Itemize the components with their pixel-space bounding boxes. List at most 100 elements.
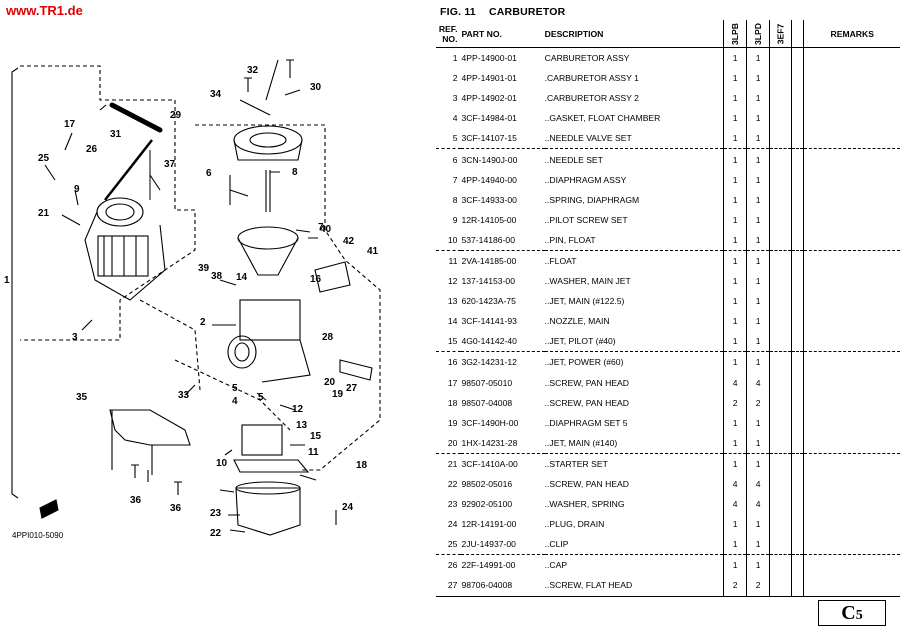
qty-model-3-cell [769,189,792,210]
ref-cell: 5 [452,133,458,144]
page-letter: C [841,602,856,624]
remarks-cell [803,229,900,251]
callout-36: 36 [170,503,182,514]
ref-cell: 18 [447,397,458,408]
ref-cell: 6 [436,148,462,170]
callout-26: 26 [86,144,98,155]
part-no-cell: 12R-14105-00 [461,214,517,225]
part-no-cell: 3CF-14984-01 [461,113,517,124]
ref-cell: 14 [447,316,458,327]
qty-model-4-cell [790,148,804,170]
description-cell: ..WASHER, SPRING [544,499,625,510]
qty-model-2-cell: 1 [746,108,770,129]
remarks-cell [803,68,900,89]
qty-model-3-cell [769,271,792,292]
qty-model-4-cell [790,392,804,413]
qty-model-3-cell [769,148,792,170]
qty-model-3-cell [769,494,792,515]
description-cell: ..SCREW, PAN HEAD [544,377,629,388]
callout-41: 41 [367,246,379,257]
qty-model-4-cell [790,271,804,292]
qty-model-3-cell [769,392,792,413]
qty-model-2-cell: 1 [746,534,770,555]
part-no-cell: 4PP-14901-01 [461,73,517,84]
callout-21: 21 [38,208,50,219]
qty-model-4-cell [790,169,804,190]
qty-model-3-cell [769,47,792,69]
qty-model-1-cell: 1 [723,169,747,190]
remarks-cell [803,47,900,69]
site-link[interactable]: www.TR1.de [6,3,83,18]
qty-model-4-cell [790,432,804,454]
part-no-cell: 3CF-1490H-00 [461,417,519,428]
part-no-cell: 22F-14991-00 [461,554,545,576]
ref-cell: 1 [452,53,458,64]
part-no-cell: 4PP-14940-00 [461,174,517,185]
part-no-cell: 537-14186-00 [461,234,515,245]
qty-model-2-cell: 1 [746,331,770,352]
qty-model-2-cell: 4 [746,372,770,393]
part-no-cell: 3CN-1490J-00 [461,148,545,170]
qty-model-1-cell: 1 [723,432,747,454]
header-model-4 [790,20,804,48]
part-no-cell: 2VA-14185-00 [461,249,545,272]
part-no-cell: 98706-04008 [461,575,545,597]
ref-cell: 21 [436,452,462,474]
part-no-cell: 4PP-14900-01 [461,53,517,64]
figure-heading: FIG. 11 CARBURETOR [440,6,575,18]
part-no-cell: 98507-04008 [461,397,513,408]
callout-8: 8 [292,167,298,178]
remarks-cell [803,331,900,352]
ref-cell: 17 [447,377,458,388]
callout-19: 19 [332,389,344,400]
callout-6: 6 [206,168,212,179]
ref-cell: 3 [452,93,458,104]
qty-model-2-cell: 1 [746,432,770,454]
qty-model-1-cell: 1 [723,209,747,230]
header-remarks: REMARKS [803,20,900,48]
description-cell: ..SCREW, FLAT HEAD [544,575,724,597]
ref-cell: 22 [447,479,458,490]
part-no-cell: 98507-05010 [461,377,513,388]
callout-9: 9 [74,184,80,195]
qty-model-3-cell [769,311,792,332]
exploded-diagram: www.TR1.de [0,0,420,627]
remarks-cell [803,311,900,332]
ref-cell: 10 [447,234,458,245]
qty-model-4-cell [790,452,804,474]
description-cell: ..JET, MAIN (#122.5) [544,296,625,307]
qty-model-4-cell [790,575,804,597]
qty-model-2-cell: 1 [746,128,770,149]
description-cell: ..NEEDLE VALVE SET [544,133,632,144]
part-no-cell: 92902-05100 [461,499,513,510]
qty-model-3-cell [769,473,792,495]
description-cell: ..SPRING, DIAPHRAGM [544,194,640,205]
description-cell: ..WASHER, MAIN JET [544,276,631,287]
parts-list-panel: FIG. 11 CARBURETOR REF. NO. PART NO. DES… [430,0,900,627]
remarks-cell [803,412,900,433]
callout-15: 15 [310,431,322,442]
qty-model-2-cell: 1 [746,209,770,230]
qty-model-1-cell: 1 [723,128,747,149]
ref-cell: 26 [436,554,462,576]
ref-cell: 19 [447,417,458,428]
remarks-cell [803,189,900,210]
page-number: 5 [855,608,863,623]
description-cell: ..CAP [544,554,724,576]
remarks-cell [803,432,900,454]
ref-cell: 15 [447,336,458,347]
diagram-footer-code: 4PPI010-5090 [12,531,64,540]
part-no-cell: 1HX-14231-28 [461,437,518,448]
callout-23: 23 [210,508,222,519]
qty-model-2-cell: 1 [746,412,770,433]
callout-40: 40 [320,224,332,235]
callout-22: 22 [210,528,222,539]
part-no-cell: 137-14153-00 [461,276,515,287]
figure-title: CARBURETOR [488,6,566,18]
remarks-cell [803,473,900,495]
